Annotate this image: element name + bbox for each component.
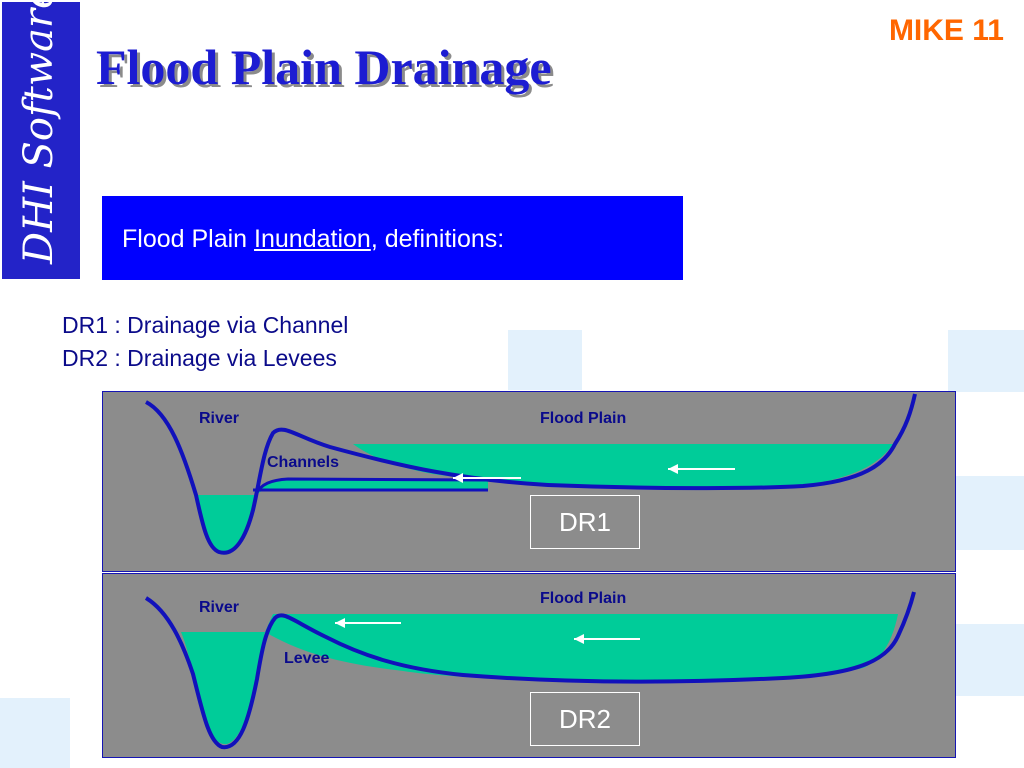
label-channels: Channels [267, 454, 340, 471]
label-river: River [199, 410, 240, 427]
logo-text: DHI Software [16, 2, 62, 265]
river-water [181, 632, 265, 745]
arrow-left-1 [453, 473, 521, 483]
product-label: MIKE 11 [888, 14, 1004, 47]
company-logo-graphic: DHI Software [16, 2, 62, 265]
definition-suffix: , definitions: [370, 225, 505, 253]
bg-square [956, 476, 1024, 550]
arrow-left-2 [668, 464, 735, 474]
cross-section-dr1 [144, 393, 917, 555]
company-logo: DHI Software [2, 2, 80, 279]
bg-square [0, 698, 70, 768]
definition-banner: Flood Plain Inundation, definitions: [102, 196, 683, 280]
dr2-label-box: DR2 [530, 692, 640, 746]
diagram-panel-dr1: River Flood Plain Channels DR1 [102, 391, 956, 572]
bg-square [956, 624, 1024, 696]
label-flood-plain: Flood Plain [540, 590, 627, 607]
definition-prefix: Flood Plain [122, 225, 255, 253]
channel-water [256, 479, 488, 495]
definition-underlined: Inundation [254, 225, 371, 253]
bg-square [508, 330, 582, 390]
dr1-label-box: DR1 [530, 495, 640, 549]
label-flood-plain: Flood Plain [540, 410, 627, 427]
label-river: River [199, 599, 240, 616]
label-levee: Levee [284, 650, 330, 667]
arrow-left-2 [574, 634, 640, 644]
bg-square [948, 330, 1024, 392]
flood-plain-water [353, 444, 893, 488]
definition-dr1: DR1 : Drainage via Channel [62, 312, 349, 338]
arrow-left-1 [335, 618, 401, 628]
terrain-profile [144, 591, 916, 750]
definition-banner-text: Flood Plain Inundation, definitions: [122, 225, 504, 254]
definition-dr2: DR2 : Drainage via Levees [62, 345, 337, 371]
flood-plain-water [265, 614, 898, 682]
cross-section-dr2 [144, 591, 916, 750]
terrain-profile [144, 393, 917, 555]
diagram-panel-dr2: River Flood Plain Levee DR2 [102, 573, 956, 758]
definition-list: DR1 : Drainage via Channel DR2 : Drainag… [62, 309, 348, 375]
slide-title: Flood Plain Drainage [96, 39, 552, 95]
